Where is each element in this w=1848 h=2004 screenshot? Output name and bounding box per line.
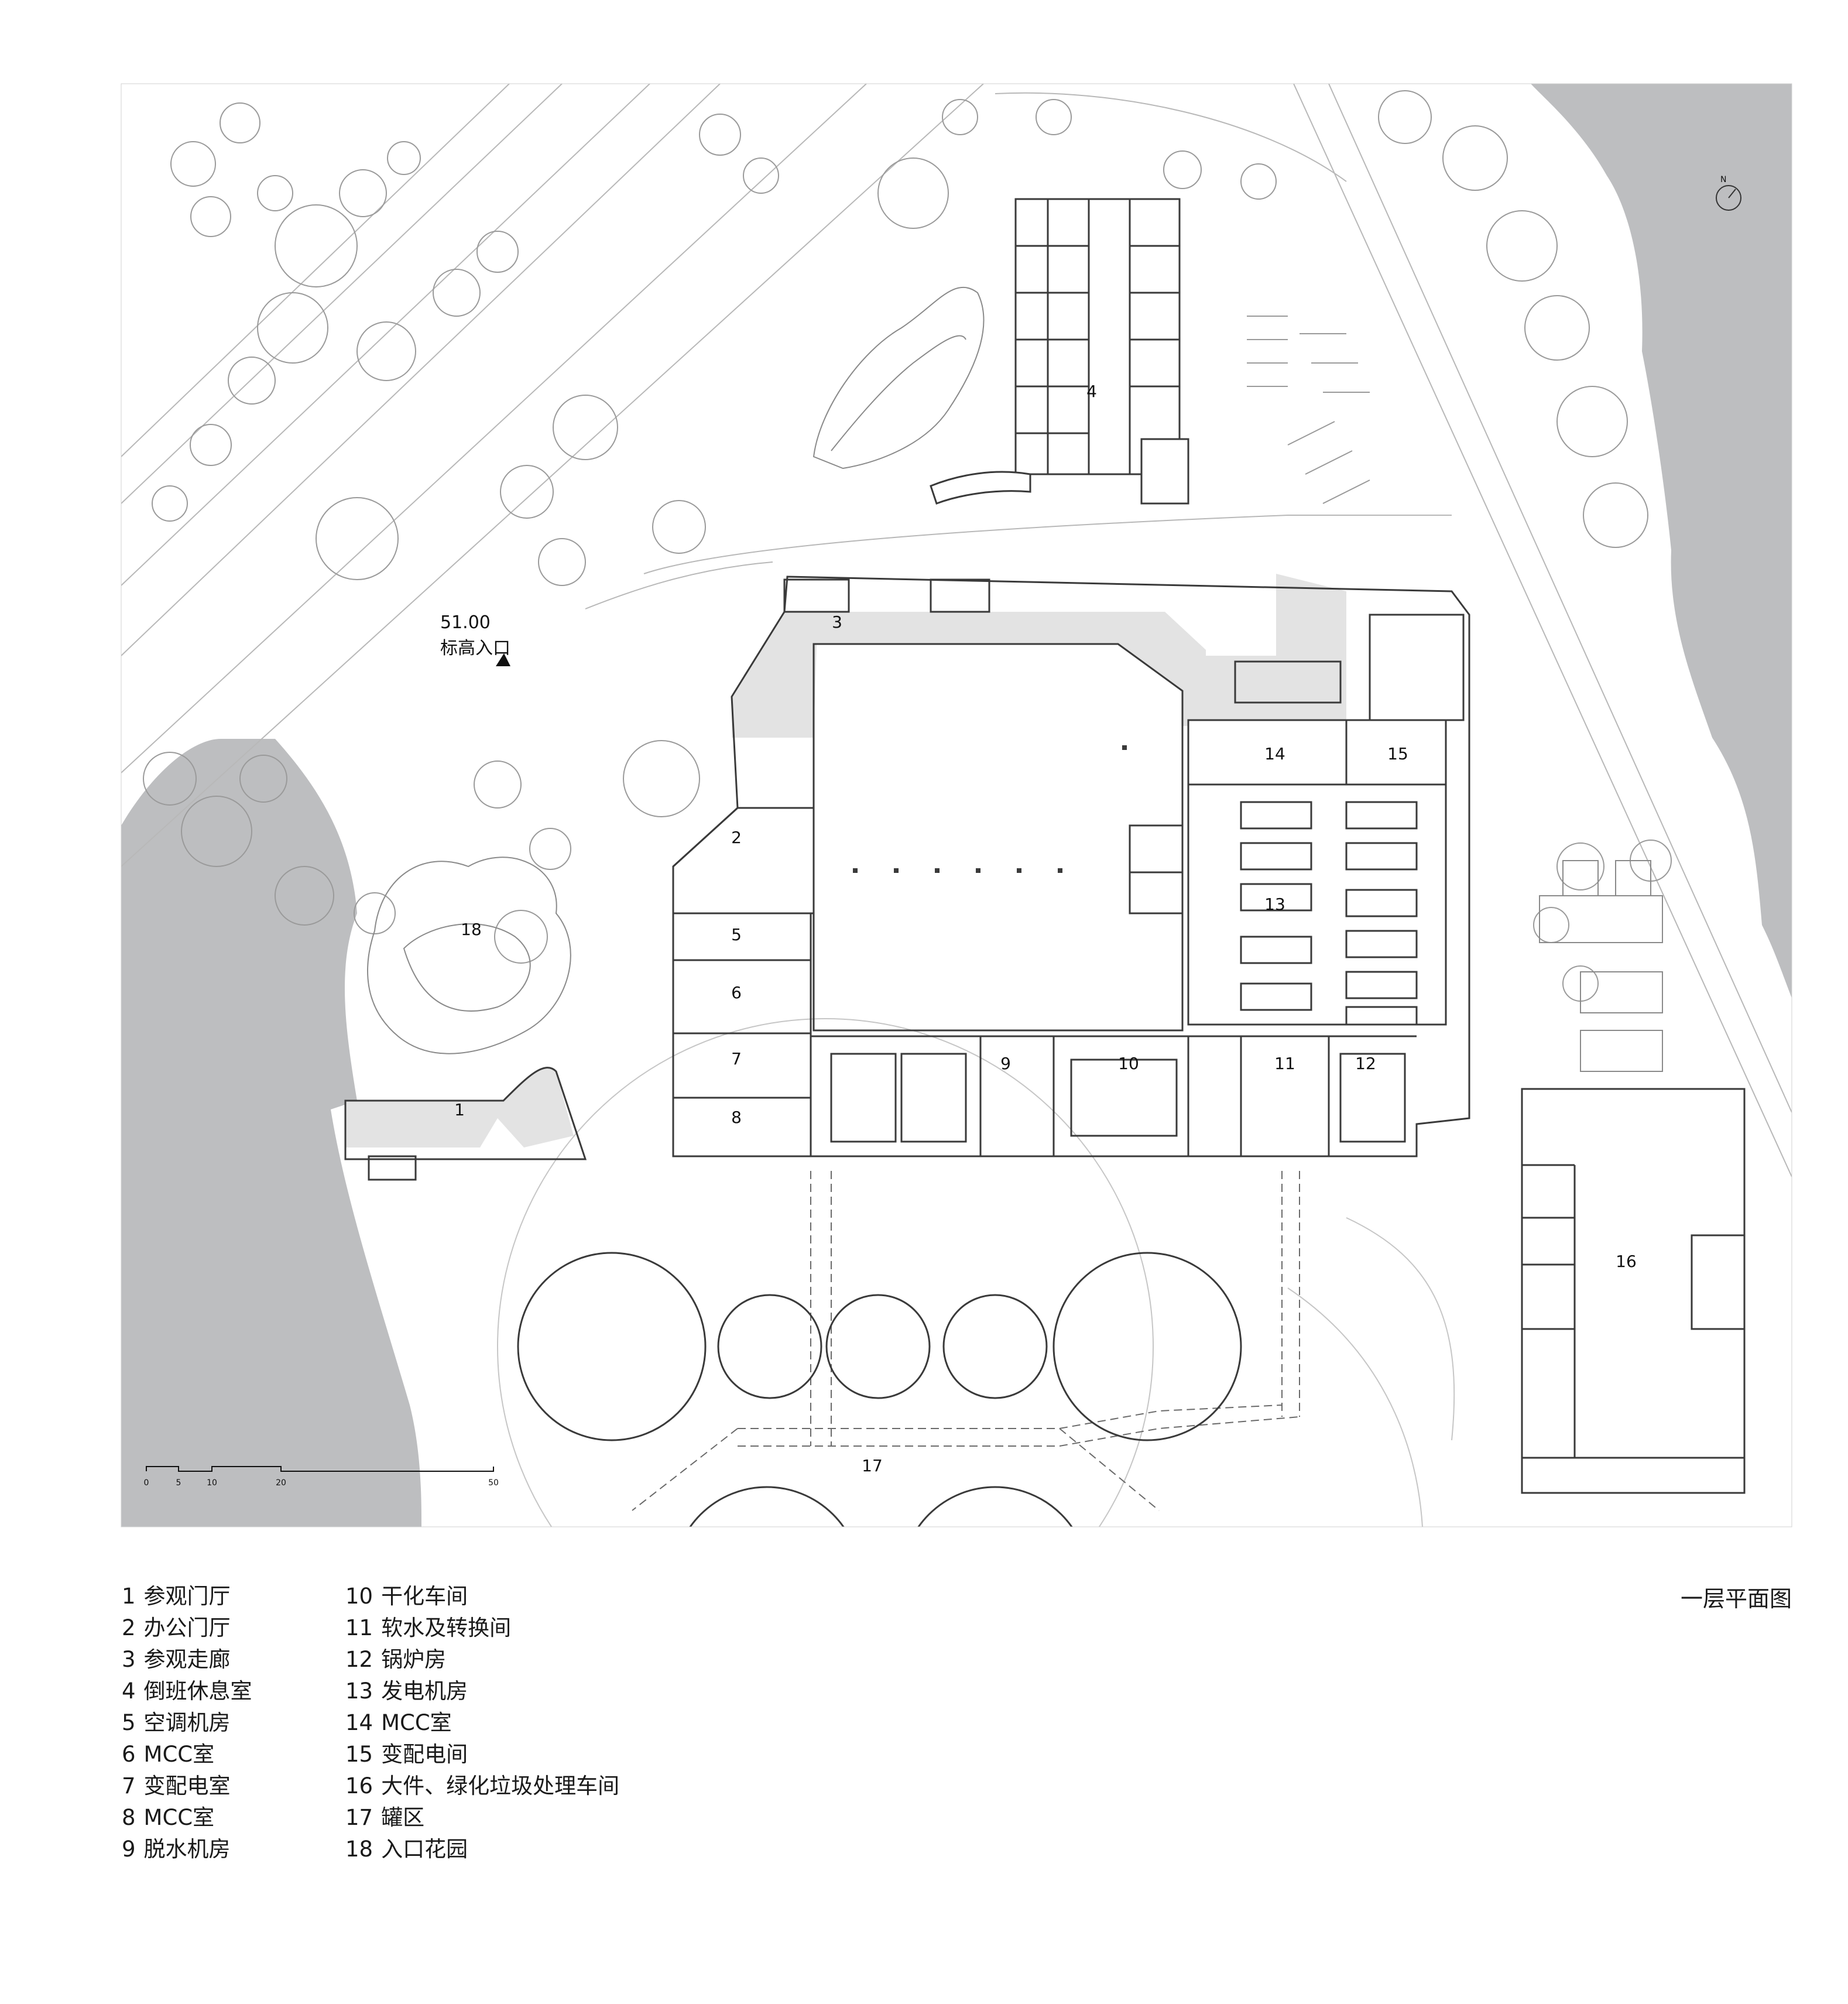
entrance-garden (367, 857, 571, 1054)
room-label: 4 (1086, 382, 1097, 401)
room-label: 7 (731, 1049, 742, 1068)
room-label: 5 (731, 925, 742, 944)
entrance-triangle-icon (496, 653, 510, 666)
room-number-labels: 1 2 3 4 5 6 7 8 9 10 11 12 13 14 15 16 1… (454, 382, 1637, 1475)
site-lines (121, 84, 1792, 1527)
room-label: 9 (1000, 1054, 1011, 1073)
scale-tick-label: 5 (176, 1478, 181, 1488)
pipe-racks (632, 1171, 1300, 1511)
entrance-elevation-marker: 51.00 标高入口 (440, 612, 510, 666)
elevation-value: 51.00 (440, 612, 491, 633)
room-label: 15 (1387, 744, 1408, 763)
scale-tick-label: 20 (276, 1478, 286, 1488)
visit-corridor (732, 574, 1346, 738)
site-plan (121, 84, 1792, 1527)
room-label: 18 (461, 920, 482, 939)
room-label: 3 (832, 612, 842, 632)
room-label: 12 (1355, 1054, 1376, 1073)
north-garden (812, 286, 985, 470)
north-compass-icon: N (1716, 175, 1741, 211)
visitor-hall-building (344, 1067, 587, 1181)
dorm-building (930, 198, 1189, 505)
trees (143, 90, 1672, 1002)
room-label: 1 (454, 1100, 465, 1119)
water-area-west (121, 738, 421, 1527)
elevation-label: 标高入口 (440, 638, 510, 659)
visitor-hall-floor (345, 1067, 574, 1147)
main-building (345, 574, 1470, 1157)
room-label: 16 (1616, 1252, 1637, 1271)
room-label: 11 (1274, 1054, 1295, 1073)
tank-area (517, 1252, 1242, 1527)
room-label: 2 (731, 828, 742, 847)
scale-tick-label: 50 (488, 1478, 499, 1488)
scale-tick-label: 10 (207, 1478, 217, 1488)
room-label: 8 (731, 1108, 742, 1127)
room-label: 14 (1264, 744, 1285, 763)
waste-workshop-16 (1521, 1088, 1746, 1494)
compass-label: N (1720, 175, 1726, 184)
parking (1247, 316, 1370, 504)
scale-bar: 0 5 10 20 50 (144, 1466, 499, 1488)
water-area-east (1531, 84, 1792, 998)
east-ancillary (1539, 860, 1663, 1072)
room-label: 6 (731, 983, 742, 1002)
building-outline (672, 575, 1470, 1157)
room-label: 17 (862, 1456, 883, 1475)
scale-tick-label: 0 (144, 1478, 149, 1488)
plan-title: 一层平面图 (1680, 1586, 1792, 1612)
room-label: 10 (1118, 1054, 1139, 1073)
room-label: 13 (1264, 895, 1285, 914)
